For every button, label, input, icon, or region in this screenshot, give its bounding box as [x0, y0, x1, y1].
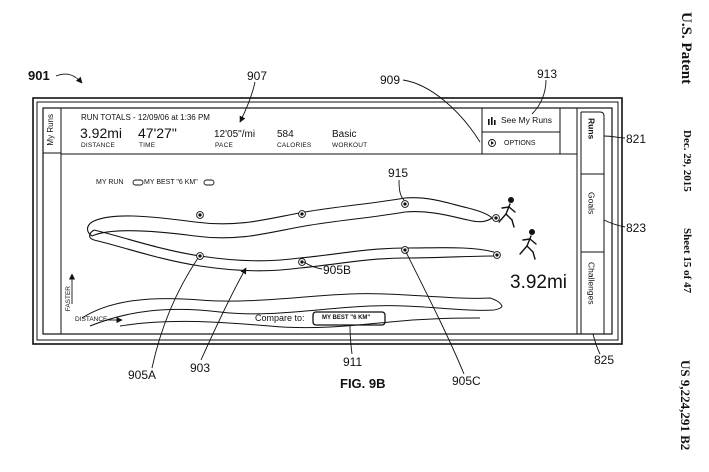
- ref-909: 909: [380, 73, 401, 87]
- tab-goals[interactable]: Goals: [586, 192, 597, 215]
- leader-905C: [405, 251, 465, 375]
- route-markers: [196, 200, 501, 266]
- see-my-runs-label: See My Runs: [501, 115, 553, 125]
- options-label: OPTIONS: [504, 140, 536, 147]
- compare-dropdown-box: [312, 311, 386, 326]
- runner-icon-best: [498, 197, 516, 228]
- distance-readout: 3.92mi: [510, 272, 568, 293]
- ref-911: 911: [343, 355, 363, 369]
- stat-pace-value: 12'05"/mi: [214, 129, 256, 140]
- tab-challenges[interactable]: Challenges: [586, 262, 597, 305]
- ref-907: 907: [247, 69, 268, 83]
- leader-901: [55, 73, 83, 84]
- stat-time-value: 47'27": [138, 125, 177, 141]
- route-ribbon-other: [81, 293, 503, 329]
- leader-911: [349, 325, 353, 355]
- leader-821: [603, 135, 626, 139]
- ref-905C: 905C: [452, 374, 481, 388]
- device-inner-frame: [36, 101, 619, 341]
- legend-my-best-swatch: [203, 179, 215, 186]
- leader-909: [402, 79, 481, 143]
- tab-runs-outline: [581, 111, 605, 334]
- patent-date: Dec. 29, 2015: [681, 130, 693, 192]
- leader-913: [531, 79, 547, 115]
- legend-my-run-swatch: [132, 179, 144, 186]
- legend-my-best-label: MY BEST "6 KM": [144, 179, 198, 186]
- ref-905B: 905B: [323, 263, 352, 277]
- ref-825: 825: [594, 353, 615, 367]
- stat-workout-label: WORKOUT: [332, 142, 368, 149]
- ref-915: 915: [388, 166, 409, 180]
- stat-pace-label: PACE: [215, 142, 234, 149]
- patent-number: US 9,224,291 B2: [678, 360, 693, 451]
- leader-907: [239, 81, 256, 123]
- leader-915: [398, 179, 405, 201]
- leader-825: [592, 333, 601, 355]
- figure-caption: FIG. 9B: [340, 376, 386, 391]
- run-totals-title: RUN TOTALS - 12/09/06 at 1:36 PM: [81, 113, 210, 122]
- see-my-runs-button[interactable]: See My Runs: [483, 109, 559, 131]
- axis-label-faster: FASTER: [65, 286, 72, 312]
- leader-905A: [151, 257, 199, 369]
- stat-distance-value: 3.92mi: [80, 125, 123, 141]
- side-tab-my-runs[interactable]: My Runs: [46, 114, 55, 146]
- device-outer-frame: [32, 97, 623, 345]
- patent-title: U.S. Patent: [678, 12, 694, 85]
- tab-runs[interactable]: Runs: [586, 118, 597, 140]
- patent-sheet: Sheet 15 of 47: [681, 228, 693, 294]
- options-button[interactable]: OPTIONS: [483, 133, 559, 153]
- compare-dropdown-value[interactable]: MY BEST "6 KM": [322, 315, 371, 321]
- legend-my-run-label: MY RUN: [96, 179, 124, 186]
- stat-time-label: TIME: [139, 142, 156, 149]
- ref-903: 903: [190, 361, 211, 375]
- stat-workout-value: Basic: [332, 129, 357, 140]
- stat-calories-label: CALORIES: [277, 142, 312, 149]
- ref-821: 821: [626, 132, 647, 146]
- leader-905B: [303, 261, 323, 270]
- ref-905A: 905A: [128, 368, 157, 382]
- compare-to-label: Compare to:: [255, 313, 305, 323]
- runner-icon-current: [519, 229, 537, 260]
- route-ribbon-my-best: [86, 197, 493, 239]
- axis-label-distance: DISTANCE: [75, 316, 108, 323]
- ref-901: 901: [28, 68, 50, 83]
- ref-823: 823: [626, 221, 647, 235]
- route-ribbon-my-run: [88, 229, 495, 272]
- play-circle-icon: [488, 139, 496, 147]
- ref-913: 913: [537, 67, 558, 81]
- leader-903: [200, 267, 247, 361]
- stat-distance-label: DISTANCE: [81, 142, 115, 149]
- stat-calories-value: 584: [277, 129, 294, 140]
- bar-chart-icon: [488, 117, 496, 125]
- totals-box: [60, 107, 578, 155]
- leader-823: [603, 219, 626, 228]
